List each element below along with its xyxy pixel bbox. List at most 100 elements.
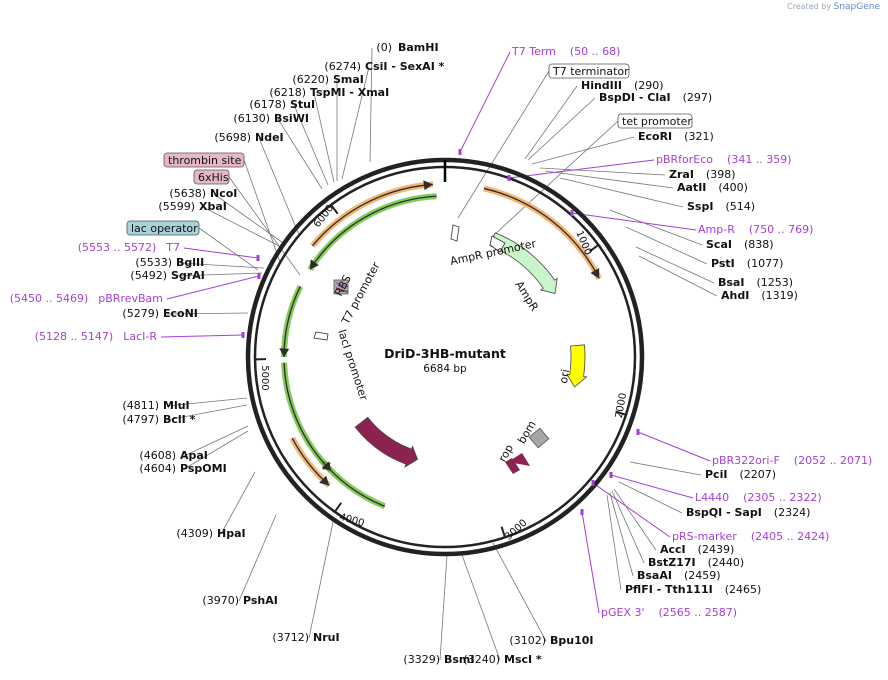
restriction-site: ZraI(398) (669, 168, 736, 181)
primer: pBRforEco (341 .. 359) (656, 153, 792, 166)
primer-range: (2305 .. 2322) (743, 491, 822, 504)
orf-arc-ampr-outer-core (483, 187, 600, 279)
primer-name: L4440 (695, 491, 729, 504)
primer-leader-line (459, 51, 511, 153)
site-leader-line (635, 246, 715, 284)
features (241, 149, 640, 515)
site-position: (2207) (739, 468, 776, 481)
feature-label: ori (557, 368, 572, 384)
site-name: BclI * (163, 413, 196, 426)
site-name: MluI (163, 399, 190, 412)
site-position: (4797) (122, 413, 159, 426)
primer-name: pBRforEco (656, 153, 713, 166)
site-position: (400) (718, 181, 748, 194)
laci-arrow (354, 416, 419, 468)
site-leader-line (166, 404, 248, 421)
site-name: NdeI (255, 131, 284, 144)
site-position: (6274) (324, 60, 361, 73)
primer: Amp-R(750 .. 769) (698, 223, 813, 236)
restriction-site: (5492)SgrAI (130, 269, 204, 282)
site-leader-line (609, 209, 703, 246)
primer: pBRrevBam(5450 .. 5469) (10, 292, 163, 305)
site-leader-line (559, 177, 684, 208)
restriction-site: (4811) MluI (122, 399, 189, 412)
primer-name: pBR322ori-F (712, 454, 780, 467)
restriction-site: (4608)ApaI (139, 449, 207, 462)
site-leader-line (524, 85, 578, 160)
site-name: BspDI - ClaI (599, 91, 671, 104)
feature-label: AmpR (512, 279, 541, 314)
feature-callout: lac operator (126, 220, 200, 236)
restriction-site: (4604)PspOMI (139, 462, 226, 475)
primer-mark (609, 472, 613, 478)
callout-text: 6xHis (198, 171, 229, 184)
site-position: (5698) (214, 131, 251, 144)
feature-callout: thrombin site (163, 152, 245, 168)
site-leader-line (277, 118, 323, 190)
site-name: PspOMI (180, 462, 227, 475)
primer-name: Amp-R (698, 223, 735, 236)
site-leader-line (527, 97, 596, 161)
restriction-site: (6220)SmaI (292, 73, 363, 86)
orf-arc-top-outer-core (311, 183, 433, 247)
primer-name: T7 Term (511, 45, 556, 58)
site-name: SgrAI (171, 269, 205, 282)
site-position: (321) (684, 130, 714, 143)
primer: T7 Term(50 .. 68) (511, 45, 620, 58)
site-name: HindIII (581, 79, 622, 92)
site-name: NcoI (210, 187, 237, 200)
primer-range: (341 .. 359) (727, 153, 792, 166)
site-leader-line (539, 167, 666, 176)
site-leader-line (202, 206, 284, 249)
site-position: (297) (683, 91, 713, 104)
primer: LacI-R(5128 .. 5147) (35, 330, 158, 343)
primer-mark (636, 429, 640, 435)
orf-arc-lowleft-inner-arrowhead (321, 461, 332, 471)
orf-arc-top-inner-core (309, 195, 437, 270)
site-leader-line (613, 488, 657, 551)
site-position: (3240) (463, 653, 500, 666)
site-leader-line (609, 492, 634, 577)
site-leader-line (461, 554, 501, 661)
primer-mark (257, 273, 261, 279)
primer: T7(5553 .. 5572) (78, 241, 180, 254)
primer-name: pGEX 3' (601, 606, 645, 619)
site-leader-line (544, 170, 674, 189)
restriction-site: AatII(400) (677, 181, 748, 194)
restriction-site: HindIII(290) (581, 79, 664, 92)
site-name: Bpu10I (550, 634, 594, 647)
restriction-site: (3712)NruI (272, 631, 339, 644)
primer-range: (2405 .. 2424) (751, 530, 830, 543)
callout-box (126, 220, 200, 236)
site-position: (4309) (176, 527, 213, 540)
laci-promoter-glyph (313, 331, 329, 341)
restriction-site: (5279)EcoNI (122, 307, 197, 320)
feature-label: lacI promoter (335, 328, 370, 402)
primer-mark (507, 175, 511, 181)
feature-label: lacI (319, 390, 337, 412)
site-leader-line (220, 471, 256, 535)
site-position: (3329) (403, 653, 440, 666)
callout-text: tet promoter (622, 115, 692, 128)
site-position: (2459) (684, 569, 721, 582)
restriction-site: (6274)CsiI - SexAI * (324, 60, 444, 73)
site-name: TspMI - XmaI (310, 86, 389, 99)
site-position: (4811) (122, 399, 159, 412)
primer: pBR322ori-F(2052 .. 2071) (712, 454, 872, 467)
scale-tick (500, 526, 506, 538)
primer-range: (5450 .. 5469) (10, 292, 89, 305)
site-position: (6218) (269, 86, 306, 99)
restriction-site: (3102)Bpu10I (509, 634, 593, 647)
restriction-site: (3970)PshAI (202, 594, 277, 607)
site-leader-line (179, 262, 265, 269)
orf-arc-lowleft-inner (281, 362, 334, 473)
site-leader-line (308, 521, 334, 639)
site-position: (6130) (233, 112, 270, 125)
site-leader-line (258, 137, 300, 236)
rbs-stripe2 (335, 287, 349, 293)
site-name: BsaAI (637, 569, 672, 582)
scale-tick (330, 204, 339, 215)
callout-box (163, 152, 245, 168)
